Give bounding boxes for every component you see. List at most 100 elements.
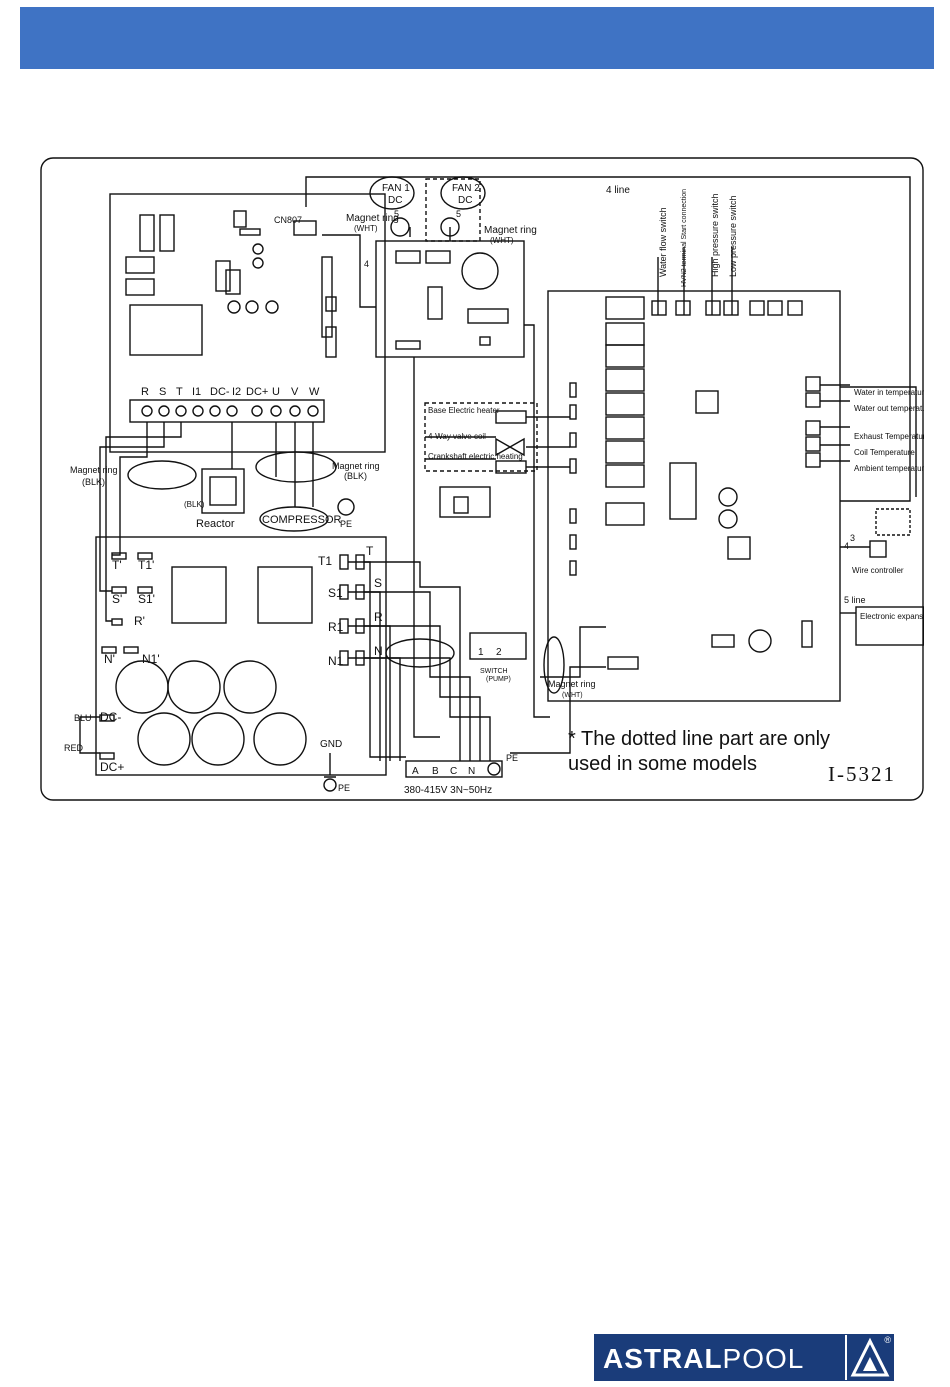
svg-text:Magnet ring: Magnet ring (332, 461, 380, 471)
eev-box (855, 606, 924, 646)
svg-text:GND: GND (320, 739, 342, 750)
svg-text:Magnet ring: Magnet ring (70, 465, 118, 475)
svg-text:RED: RED (64, 743, 84, 753)
inverter-board (109, 193, 386, 453)
svg-text:Low pressure switch: Low pressure switch (728, 195, 738, 277)
main-board (547, 290, 841, 702)
svg-text:Ambient temperature: Ambient temperature (854, 464, 924, 473)
logo-mark-icon: ® (847, 1335, 893, 1380)
svg-text:4-Way valve coil: 4-Way valve coil (428, 432, 486, 441)
svg-text:PE: PE (338, 783, 350, 793)
svg-text:(BLK): (BLK) (344, 471, 367, 481)
term-dc-plus: DC+ (246, 386, 268, 398)
wht-label: (WHT) (354, 224, 378, 233)
svg-text:N: N (374, 644, 383, 658)
term-t: T (176, 386, 183, 398)
fan2-dc: DC (458, 195, 472, 206)
power-supply-label: 380-415V 3N~50Hz (404, 785, 492, 796)
term-i2: I2 (232, 386, 241, 398)
term-v: V (291, 386, 299, 398)
svg-text:Water out temperature: Water out temperature (854, 404, 924, 413)
fan1-dc: DC (388, 195, 402, 206)
svg-text:S': S' (112, 592, 122, 606)
svg-text:R': R' (134, 614, 145, 628)
svg-text:R1: R1 (328, 620, 344, 634)
svg-text:T: T (366, 544, 374, 558)
svg-text:(BLK): (BLK) (184, 500, 205, 509)
svg-text:S1': S1' (138, 592, 155, 606)
svg-text:5 line: 5 line (844, 595, 866, 605)
svg-text:2: 2 (496, 647, 502, 658)
svg-text:Magnet ring: Magnet ring (548, 679, 596, 689)
svg-text:3: 3 (850, 533, 855, 543)
svg-text:Wire controller: Wire controller (852, 566, 904, 575)
svg-text:DC-: DC- (100, 710, 121, 724)
svg-text:1: 1 (478, 647, 484, 658)
svg-text:SWITCH: SWITCH (480, 668, 508, 675)
term-u: U (272, 386, 280, 398)
svg-text:Crankshaft electric heating: Crankshaft electric heating (428, 452, 523, 461)
logo-light-text: POOL (722, 1343, 805, 1374)
svg-text:S: S (374, 576, 382, 590)
svg-text:(BLK): (BLK) (82, 477, 105, 487)
magnet-ring-label-2: Magnet ring (484, 225, 537, 236)
astralpool-logo: ASTRALPOOL ® (594, 1334, 894, 1381)
svg-text:High pressure switch: High pressure switch (710, 193, 720, 277)
fan2-label: FAN 2 (452, 183, 480, 194)
svg-text:DC+: DC+ (100, 760, 124, 774)
power-terminal (405, 760, 503, 778)
diagram-border (40, 157, 924, 801)
reactor (201, 468, 245, 514)
svg-text:T1': T1' (138, 558, 154, 572)
svg-text:4: 4 (844, 541, 849, 551)
note-line-1: * The dotted line part are only (568, 728, 831, 750)
svg-text:5: 5 (456, 209, 461, 219)
wiring-diagram: FAN 1 DC FAN 2 DC Magnet ring (WHT) Magn… (40, 157, 924, 801)
term-dc-minus: DC- (210, 386, 230, 398)
term-w: W (309, 386, 320, 398)
svg-text:HVN2 terminal Start connection: HVN2 terminal Start connection (681, 189, 688, 287)
filter-board (95, 536, 387, 776)
compressor-label: COMPRESSOR (262, 514, 342, 526)
svg-text:T1: T1 (318, 554, 332, 568)
svg-text:A: A (412, 766, 419, 777)
terminal-strip (129, 399, 325, 423)
svg-text:5: 5 (394, 209, 399, 219)
note-line-2: used in some models (568, 753, 757, 775)
cn807-label: CN807 (274, 215, 302, 225)
drawing-code: I-5321 (828, 762, 896, 786)
svg-text:N': N' (104, 652, 115, 666)
svg-text:PE: PE (506, 753, 518, 763)
svg-text:N1: N1 (328, 654, 344, 668)
svg-text:S1: S1 (328, 586, 343, 600)
svg-text:BLU: BLU (74, 713, 92, 723)
logo-registered: ® (884, 1335, 891, 1345)
logo-bold-text: ASTRAL (603, 1343, 723, 1374)
svg-text:C: C (450, 766, 457, 777)
magnet-ring-label: Magnet ring (346, 213, 399, 224)
svg-text:N: N (468, 766, 475, 777)
svg-text:Water in temperature: Water in temperature (854, 388, 924, 397)
svg-text:Base Electric heater: Base Electric heater (428, 406, 500, 415)
logo-wordmark: ASTRALPOOL (595, 1335, 845, 1380)
svg-text:T': T' (112, 558, 122, 572)
term-i1: I1 (192, 386, 201, 398)
svg-text:Electronic expansion valve: Electronic expansion valve (860, 612, 924, 621)
term-s: S (159, 386, 166, 398)
four-line-label: 4 line (606, 185, 630, 196)
svg-text:PE: PE (340, 519, 352, 529)
reactor-label: Reactor (196, 518, 235, 530)
fan1-label: FAN 1 (382, 183, 410, 194)
svg-text:4: 4 (364, 259, 369, 269)
wht-label-2: (WHT) (490, 236, 514, 245)
svg-text:Coil Temperature: Coil Temperature (854, 448, 915, 457)
dotted-line-note: * The dotted line part are only used in … (568, 727, 830, 777)
header-band (20, 7, 934, 69)
svg-text:N1': N1' (142, 652, 160, 666)
svg-text:Water flow switch: Water flow switch (658, 207, 668, 277)
svg-text:R: R (374, 610, 383, 624)
svg-text:(WHT): (WHT) (562, 692, 583, 699)
svg-text:B: B (432, 766, 439, 777)
svg-text:(PUMP): (PUMP) (486, 676, 511, 683)
svg-text:Exhaust Temperature: Exhaust Temperature (854, 432, 924, 441)
